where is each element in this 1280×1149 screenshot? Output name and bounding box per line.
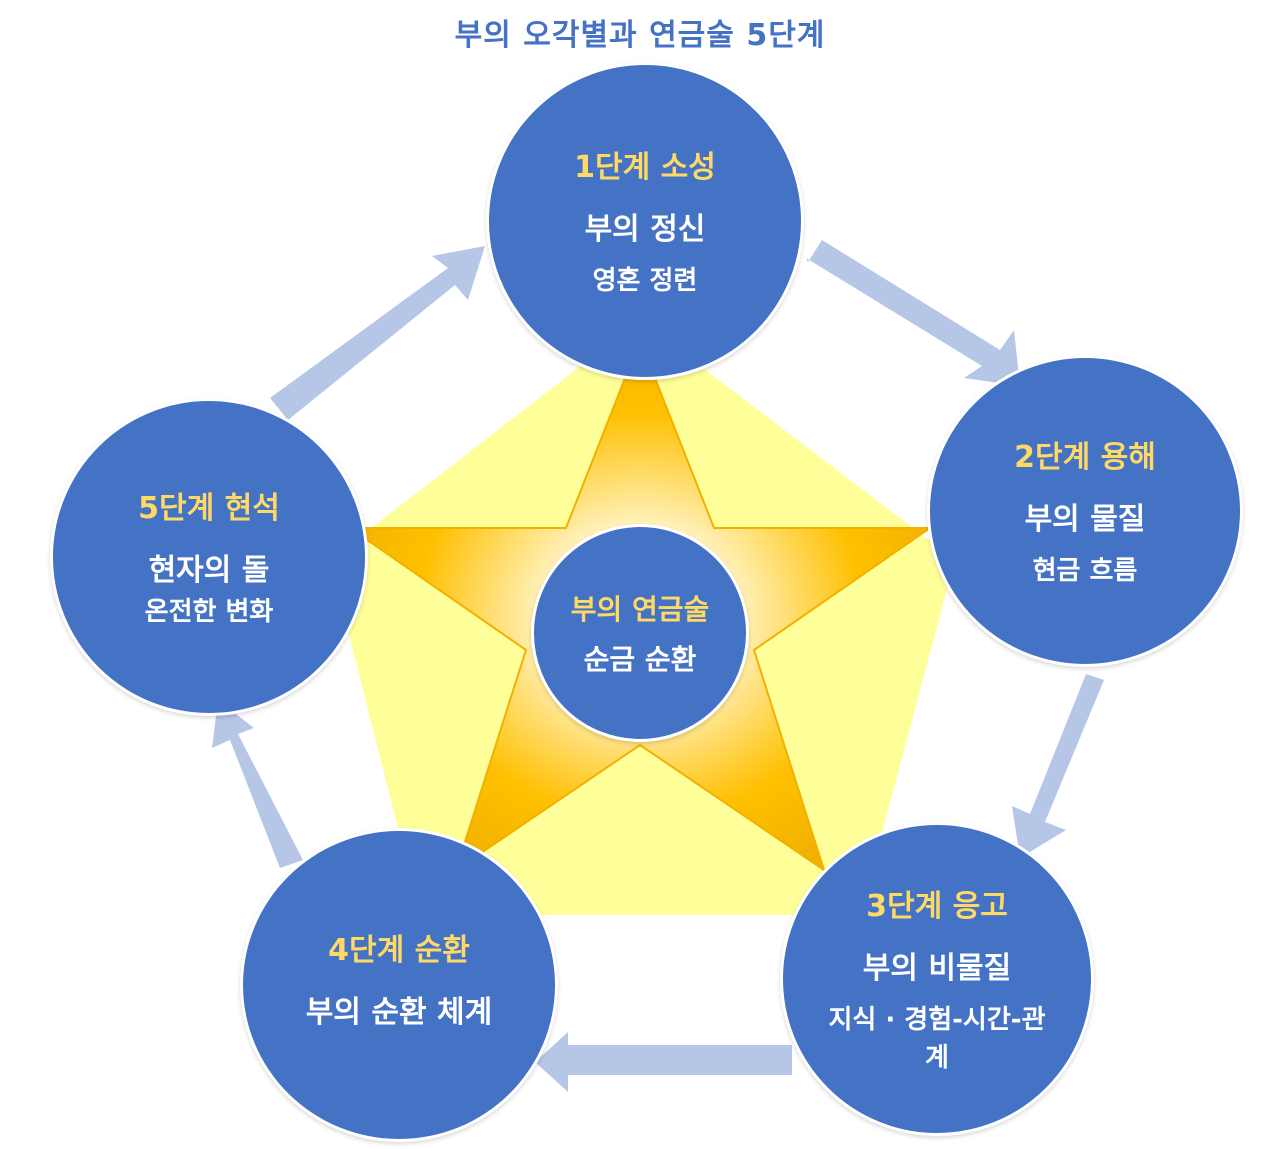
center-line1: 순금 순환 (583, 643, 697, 676)
diagram-title: 부의 오각별과 연금술 5단계 (454, 18, 826, 53)
center-node: 부의 연금술 순금 순환 (531, 524, 749, 742)
stage-1-node: 1단계 소성 부의 정신 영혼 정련 (486, 62, 804, 380)
stage-1-line1: 부의 정신 (584, 212, 706, 247)
stage-5-line1: 현자의 돌 (148, 553, 270, 588)
stage-3-label: 3단계 응고 (866, 889, 1008, 924)
stage-3-line1: 부의 비물질 (862, 951, 1012, 986)
arrow-2-to-3 (1012, 672, 1104, 858)
stage-4-label: 4단계 순환 (328, 933, 470, 968)
stage-4-node: 4단계 순환 부의 순환 체계 (240, 828, 558, 1142)
stage-3-line2: 지식 · 경험-시간-관계 (828, 1005, 1046, 1073)
stage-5-label: 5단계 현석 (138, 491, 280, 526)
stage-2-line2: 현금 흐름 (1032, 556, 1138, 586)
stage-1-line2: 영혼 정련 (592, 266, 698, 296)
stage-5-line2: 온전한 변화 (144, 597, 274, 627)
arrow-3-to-4 (535, 1032, 792, 1092)
stage-2-label: 2단계 용해 (1014, 440, 1156, 475)
stage-5-node: 5단계 현석 현자의 돌 온전한 변화 (50, 398, 368, 716)
stage-2-line1: 부의 물질 (1024, 502, 1146, 537)
arrow-4-to-5 (212, 700, 303, 868)
center-label: 부의 연금술 (570, 593, 710, 626)
stage-2-node: 2단계 용해 부의 물질 현금 흐름 (927, 355, 1243, 667)
arrow-5-to-1 (270, 246, 485, 420)
stage-1-label: 1단계 소성 (574, 150, 716, 185)
arrow-1-to-2 (806, 240, 1020, 386)
stage-4-line1: 부의 순환 체계 (305, 995, 493, 1030)
stage-3-node: 3단계 응고 부의 비물질 지식 · 경험-시간-관계 (780, 822, 1094, 1136)
